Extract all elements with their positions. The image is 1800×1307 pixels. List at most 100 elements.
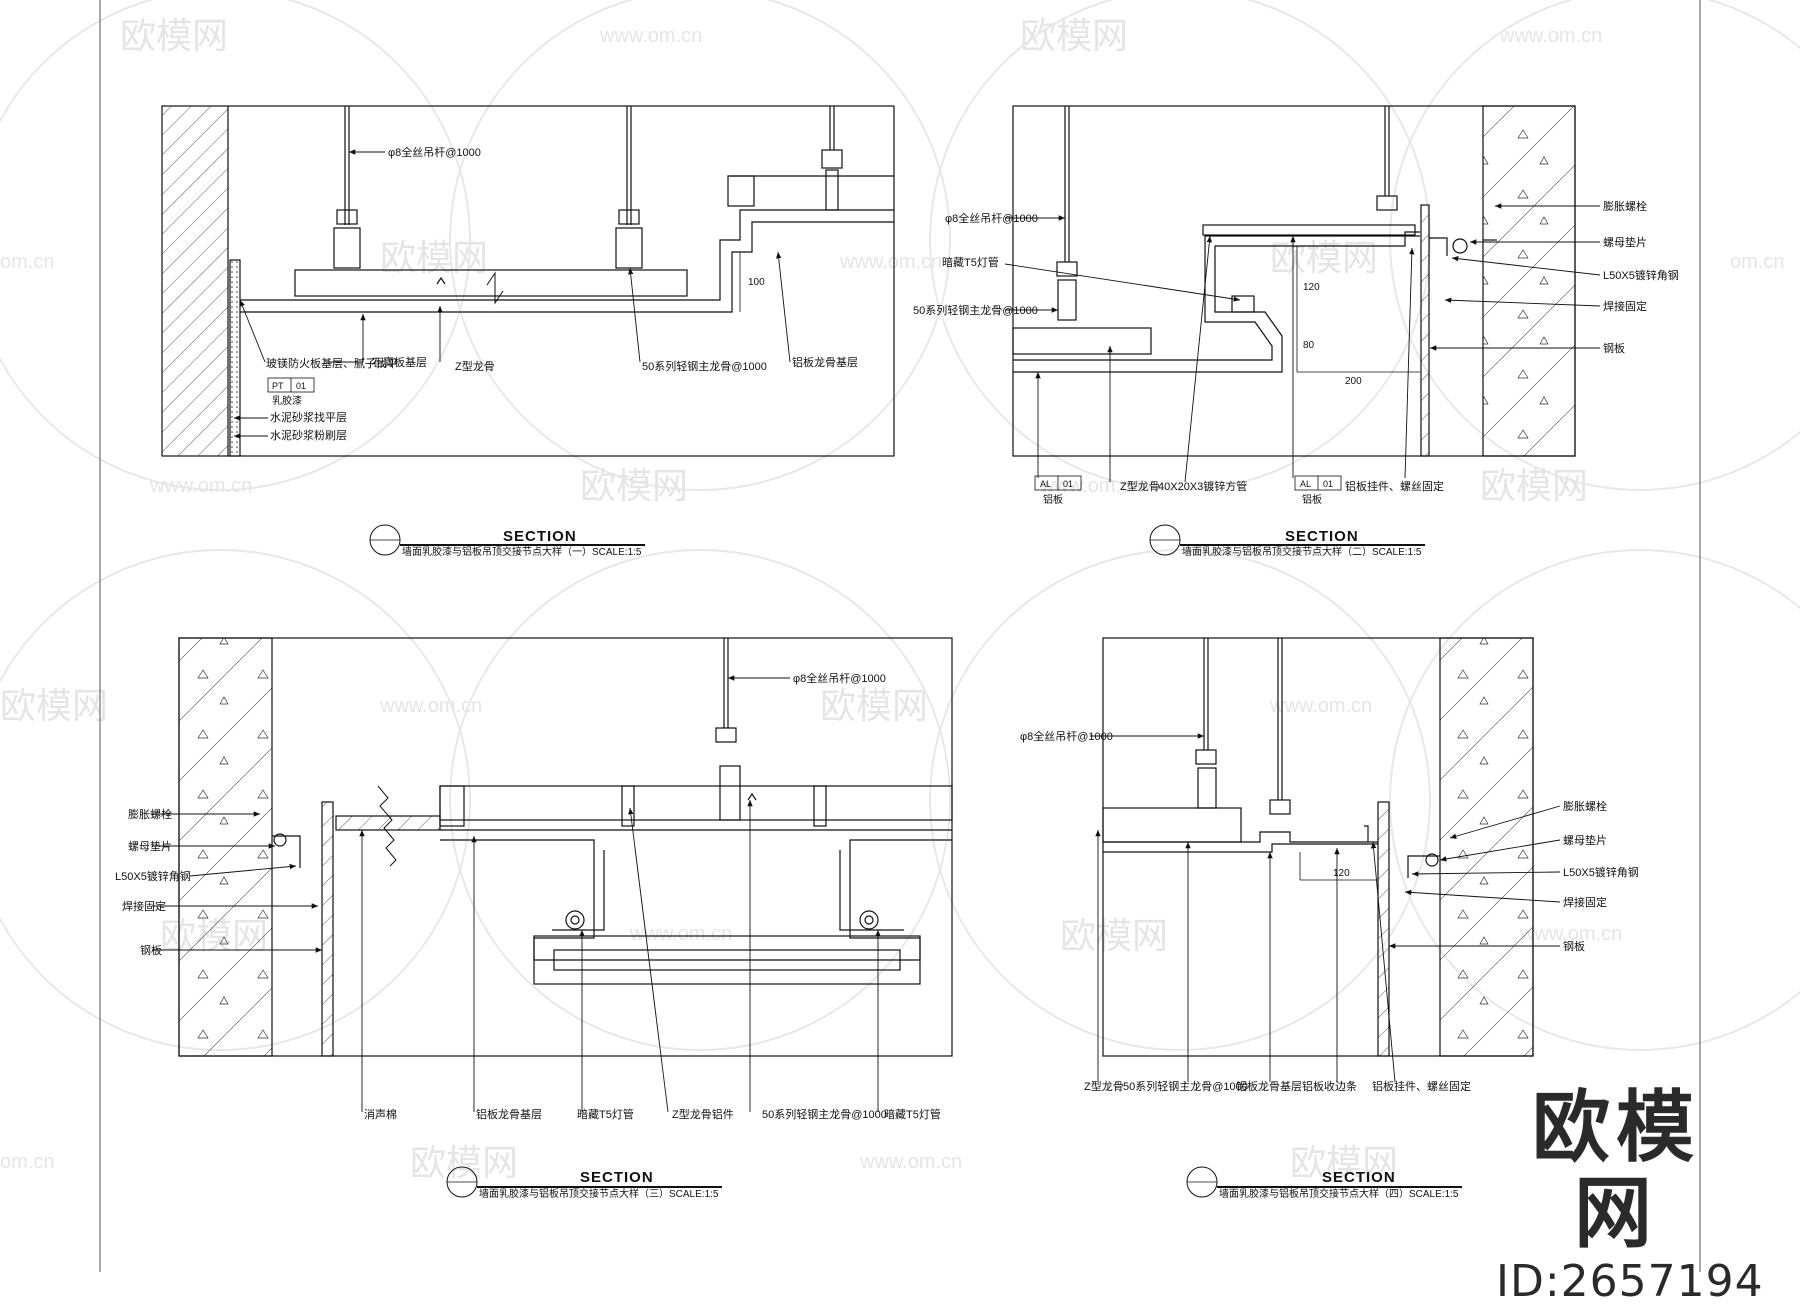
section-subtitle: 墙面乳胶漆与铝板吊顶交接节点大样（四） <box>1219 1187 1409 1200</box>
panel-3-leaders <box>152 675 881 1113</box>
panel-3-steel-plate <box>321 801 334 1057</box>
dim-80: 80 <box>1303 340 1315 351</box>
watermark-logo: 欧模网 <box>120 15 228 56</box>
watermark-url: www.om.cn <box>379 695 482 717</box>
finish-code: PT <box>272 381 284 391</box>
section-title: SECTION <box>1285 528 1359 545</box>
section-scale: SCALE:1:5 <box>1372 547 1422 558</box>
watermark-url: www.om.cn <box>1519 923 1622 945</box>
watermark-url: www.om.cn <box>149 475 252 497</box>
panel-1-title: SECTION 墙面乳胶漆与铝板吊顶交接节点大样（一） SCALE:1:5 <box>369 524 645 558</box>
panel-2-detail <box>1012 105 1576 457</box>
wall-layer-1: 水泥砂浆找平层 <box>270 410 347 424</box>
dim-120: 120 <box>1303 282 1320 293</box>
keel-label: 50系列轻钢主龙骨@1000 <box>913 303 1038 317</box>
watermark-url: www.om.cn <box>1499 25 1602 47</box>
section-scale: SCALE:1:5 <box>669 1189 719 1200</box>
watermark-logo: 欧模网 <box>1020 15 1128 56</box>
wall-layers-label: 玻镁防火板基层、腻子找平 <box>266 356 398 370</box>
panel-2-steel-plate <box>1420 204 1430 457</box>
bolt-label: 膨胀螺栓 <box>1563 799 1607 813</box>
brand-name: 欧模网 <box>1531 1083 1700 1259</box>
angle-label: L50X5镀锌角钢 <box>1603 268 1679 282</box>
weld-label: 焊接固定 <box>122 899 166 913</box>
panel-2-labels: φ8全丝吊杆@1000 暗藏T5灯管 50系列轻钢主龙骨@1000 AL 01 … <box>913 199 1679 506</box>
rod-label: φ8全丝吊杆@1000 <box>1020 729 1113 743</box>
watermark-url: www.om.cn <box>1269 695 1372 717</box>
panel-3-light-trough <box>533 935 921 985</box>
nut-label: 螺母垫片 <box>1603 235 1647 249</box>
z-strip-label: Z型龙骨铝件 <box>672 1107 734 1121</box>
steel-label: 钢板 <box>1563 939 1585 953</box>
panel-4-detail <box>1102 637 1534 1057</box>
keel-label: 50系列轻钢主龙骨@1000 <box>762 1107 887 1121</box>
code-a: AL <box>1300 479 1311 489</box>
model-id: ID:2657194 <box>1496 1256 1764 1307</box>
watermark-url: www.om.cn <box>599 25 702 47</box>
bolt-label: 膨胀螺栓 <box>1603 199 1647 213</box>
panel-1-dim: 100 <box>748 277 765 288</box>
section-title: SECTION <box>503 528 577 545</box>
section-subtitle: 墙面乳胶漆与铝板吊顶交接节点大样（二） <box>1182 545 1372 558</box>
angle-label: L50X5镀锌角钢 <box>1563 865 1639 879</box>
nut-label: 螺母垫片 <box>1563 833 1607 847</box>
drawing-sheet: 欧模网 欧模网 欧模网 欧模网 欧模网 欧模网 欧模网 欧模网 欧模网 欧模网 … <box>0 0 1800 1272</box>
brand-block: 欧模网 ID:2657194 <box>1496 1083 1764 1307</box>
panel-1-wall-hatch <box>162 106 228 456</box>
watermark-logo: 欧模网 <box>1480 465 1588 506</box>
section-title: SECTION <box>580 1169 654 1186</box>
t5-label: 暗藏T5灯管 <box>942 255 999 269</box>
panel-3-title: SECTION 墙面乳胶漆与铝板吊顶交接节点大样（三） SCALE:1:5 <box>446 1166 722 1200</box>
z-strip-label: Z型龙骨 <box>1084 1079 1124 1093</box>
hangcap-label: 铝板挂件、螺丝固定 <box>1345 479 1444 493</box>
code-name: 铝板 <box>1302 493 1322 506</box>
code-b: 01 <box>1323 479 1333 489</box>
bolt-label: 膨胀螺栓 <box>128 807 172 821</box>
keel-label: 50系列轻钢主龙骨@1000 <box>1123 1079 1248 1093</box>
weld-label: 焊接固定 <box>1603 299 1647 313</box>
watermark-logo: 欧模网 <box>1290 1142 1398 1183</box>
al-sub-label: 铝板龙骨基层 <box>792 355 858 369</box>
watermark-url: om.cn <box>0 1151 54 1173</box>
watermark-url: om.cn <box>1730 251 1784 273</box>
watermark-logo: 欧模网 <box>1270 237 1378 278</box>
z-strip-label: Z型龙骨 <box>1120 479 1160 493</box>
hangcap-label: 铝板挂件、螺丝固定 <box>1372 1079 1471 1093</box>
finish-name: 乳胶漆 <box>272 394 302 407</box>
panel-3-concrete <box>178 637 273 1057</box>
rod-label: φ8全丝吊杆@1000 <box>793 671 886 685</box>
dim-200: 200 <box>1345 376 1362 387</box>
steel-label: 钢板 <box>140 943 162 957</box>
finish-num: 01 <box>296 381 306 391</box>
wall-layer-2: 水泥砂浆粉刷层 <box>270 428 347 442</box>
panel-2-leaders <box>1004 203 1601 483</box>
watermark-url: www.om.cn <box>1039 475 1142 497</box>
al-sub-label: 铝板龙骨基层 <box>476 1107 542 1121</box>
tube-label: 40X20X3镀锌方管 <box>1158 479 1247 493</box>
watermark-logo: 欧模网 <box>410 1142 518 1183</box>
keel-label: 50系列轻钢主龙骨@1000 <box>642 359 767 373</box>
dim-120: 120 <box>1333 868 1350 879</box>
panel-2-concrete <box>1482 105 1576 457</box>
panel-4-leaders <box>1090 733 1561 1083</box>
watermark-layer: 欧模网 欧模网 欧模网 欧模网 欧模网 欧模网 欧模网 欧模网 欧模网 欧模网 … <box>0 0 1800 1183</box>
al-sub-label: 铝板龙骨基层 <box>1236 1079 1302 1093</box>
section-scale: SCALE:1:5 <box>592 547 642 558</box>
panel-2-main-keel <box>1012 327 1152 355</box>
panel-1-leaders <box>234 149 791 439</box>
watermark-url: www.om.cn <box>859 1151 962 1173</box>
watermark-url: om.cn <box>0 251 54 273</box>
t5-label: 暗藏T5灯管 <box>577 1107 634 1121</box>
watermark-logo: 欧模网 <box>380 237 488 278</box>
watermark-url: www.om.cn <box>629 923 732 945</box>
panel-1-main-keel <box>294 269 688 297</box>
panel-1-detail: 100 <box>161 105 895 457</box>
panel-3-main-keel <box>439 785 953 821</box>
panel-3-sound-absorber <box>335 815 441 831</box>
weld-label: 焊接固定 <box>1563 895 1607 909</box>
panel-4-main-keel <box>1102 807 1242 843</box>
gypsum-label: 石膏板基层 <box>372 355 427 369</box>
section-subtitle: 墙面乳胶漆与铝板吊顶交接节点大样（三） <box>479 1187 669 1200</box>
code-name: 铝板 <box>1043 493 1063 506</box>
section-scale: SCALE:1:5 <box>1409 1189 1459 1200</box>
